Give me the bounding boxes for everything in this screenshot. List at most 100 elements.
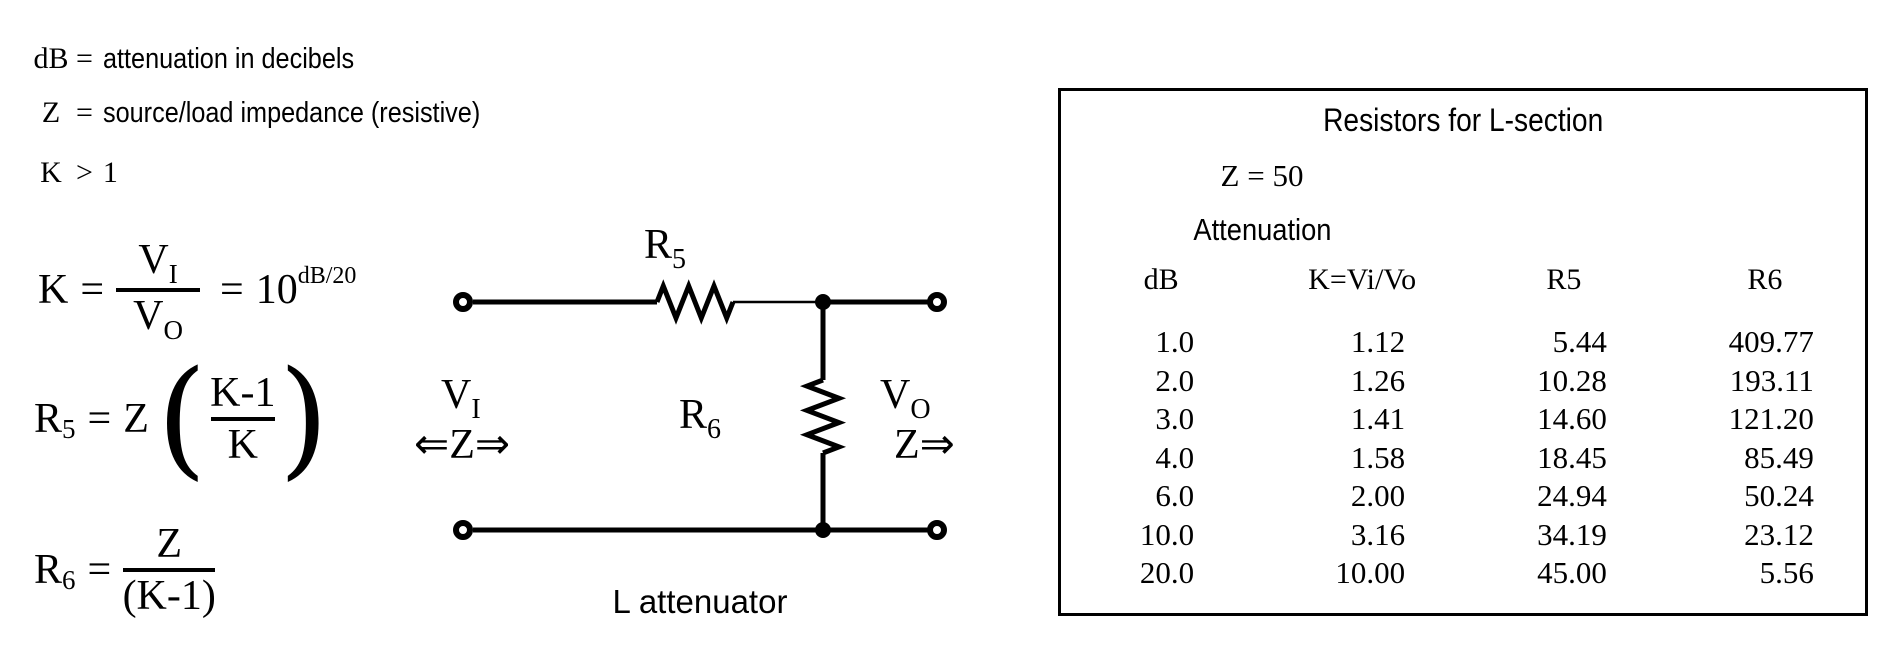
denominator-k-minus-1: (K-1) [122,573,216,619]
r6-value: 193.11 [1729,362,1814,398]
resistor-r6-zigzag [799,377,847,456]
r5-value: 10.28 [1537,362,1607,398]
r5-label: R5 [622,222,708,275]
r6-subscript: 6 [62,564,76,595]
definition-z-text: source/load impedance (resistive) [102,97,481,129]
column-header-r5: R5 [1546,262,1582,296]
vo-label: VO [880,374,931,425]
db-value: 1.0 [1155,324,1195,360]
k-values-cell: 1.12 1.26 1.41 1.58 2.00 3.16 10.00 [1261,303,1463,615]
z-input-symbol: Z [449,422,475,468]
open-paren: ( [156,344,207,493]
terminal-input-bottom [453,520,473,540]
column-header-r6: R6 [1747,262,1783,296]
r6-value: 409.77 [1728,324,1814,360]
definition-db: dB = attenuation in decibels [28,42,392,76]
r6-value: 85.49 [1744,439,1814,475]
k-value: 1.41 [1350,401,1406,437]
symbol-db: dB [33,42,69,75]
fraction-bar [116,288,201,292]
r5-label-base: R [643,222,672,268]
r5-value: 24.94 [1537,478,1607,514]
z-output-symbol: Z [894,422,920,468]
fraction-bar [123,568,216,572]
table-title-row: Resistors for L-section [1060,90,1867,150]
r6-label: R6 [658,394,742,445]
column-header-k: K=Vi/Vo [1308,262,1417,296]
equals-sign: = [87,396,112,442]
definition-db-text: attenuation in decibels [102,43,355,75]
numerator-vi: VI [138,239,177,289]
table-data-row: 1.0 2.0 3.0 4.0 6.0 10.0 20.0 1.12 1.26 … [1060,303,1867,615]
fraction-bar [210,417,275,421]
symbol-k: K [40,156,62,189]
definition-z: Z = source/load impedance (resistive) [28,96,537,130]
r6-label-subscript: 6 [707,414,721,445]
vi-label-subscript: I [471,394,481,425]
equals-sign: = [87,547,112,593]
k-value: 1.12 [1350,324,1406,360]
equals-sign: = [80,267,105,313]
r5-value: 18.45 [1537,439,1607,475]
symbol-z: Z [41,96,61,129]
table-title: Resistors for L-section [1322,101,1604,138]
terminal-output-top [927,292,947,312]
r5-label-subscript: 5 [672,244,686,275]
k-value: 1.58 [1350,439,1406,475]
k-value: 1.26 [1350,362,1406,398]
terminal-input-top [453,292,473,312]
vo-base: V [133,293,164,339]
numerator-z: Z [156,521,183,567]
fraction-vi-vo: VI VO [116,239,201,345]
equals-sign: = [220,267,244,313]
numerator-k-minus-1: K-1 [210,370,276,416]
z-input-arrows: ⇐Z⇒ [414,424,510,466]
db-value: 2.0 [1155,362,1195,398]
r6-value: 121.20 [1728,401,1814,437]
junction-dot-top [815,294,831,310]
vo-label-subscript: O [910,394,931,425]
relation-equals: = [76,96,93,129]
r6-base: R [34,547,63,593]
k-value: 10.00 [1335,555,1406,591]
z-output-arrow: Z⇒ [894,424,955,466]
db-value: 6.0 [1155,478,1195,514]
fraction-z-over-k-minus-1: Z (K-1) [122,521,216,619]
definition-k: K > 1 [28,156,118,190]
denominator-vo: VO [133,293,183,345]
coefficient-z: Z [123,396,149,442]
power-base: 10 [255,267,298,313]
vo-subscript: O [163,315,183,345]
resistor-r5-zigzag [654,279,736,325]
blank-cell [1463,149,1867,256]
db-values-cell: 1.0 2.0 3.0 4.0 6.0 10.0 20.0 [1060,303,1262,615]
r6-value: 5.56 [1759,555,1814,591]
r5-value: 45.00 [1537,555,1607,591]
right-double-arrow-icon: ⇒ [919,422,955,468]
vi-label-base: V [441,372,472,418]
table-impedance-row: Z = 50 [1060,149,1867,203]
db-value: 10.0 [1139,516,1195,552]
fraction-k-minus-1-over-k: K-1 K [210,370,276,468]
formula-r5: R 5 = Z ( K-1 K ) [34,344,329,493]
column-header-db: dB [1143,262,1179,296]
db-value: 20.0 [1139,555,1195,591]
l-attenuator-schematic [453,279,947,540]
relation-greater-than: > [76,156,93,189]
junction-dot-bottom [815,522,831,538]
formula-k-lhs: K [38,267,69,313]
k-value: 2.00 [1350,478,1406,514]
r5-value: 34.19 [1537,516,1607,552]
db-value: 3.0 [1155,401,1195,437]
close-paren: ) [278,344,329,493]
db-value: 4.0 [1155,439,1195,475]
r5-subscript: 5 [62,413,76,444]
r6-values-cell: 409.77 193.11 121.20 85.49 50.24 23.12 5… [1665,303,1867,615]
r6-value: 23.12 [1744,516,1814,552]
r5-base: R [34,396,63,442]
denominator-k: K [227,422,258,468]
vi-label: VI [441,372,481,425]
table-header-row: dB K=Vi/Vo R5 R6 [1060,256,1867,303]
circuit-caption: L attenuator [612,583,788,620]
impedance-cell: Z = 50 [1220,158,1304,193]
